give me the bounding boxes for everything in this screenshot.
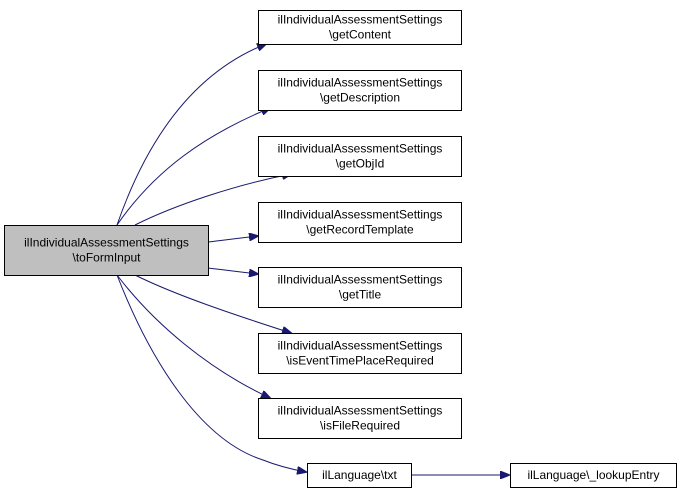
node-box bbox=[258, 202, 462, 243]
node-getDescription[interactable]: ilIndividualAssessmentSettings\getDescri… bbox=[258, 70, 462, 111]
node-box bbox=[258, 136, 462, 177]
edge-toFormInput-to-getObjId bbox=[134, 174, 291, 226]
node-box bbox=[258, 398, 462, 439]
node-toFormInput[interactable]: ilIndividualAssessmentSettings\toFormInp… bbox=[4, 225, 209, 276]
node-box bbox=[4, 225, 209, 276]
node-box bbox=[307, 463, 412, 488]
node-box bbox=[258, 10, 462, 45]
node-getTitle[interactable]: ilIndividualAssessmentSettings\getTitle bbox=[258, 267, 462, 308]
node-label-line: ilIndividualAssessmentSettings bbox=[278, 76, 443, 90]
node-label-line: ilIndividualAssessmentSettings bbox=[278, 339, 443, 353]
edge-toFormInput-to-getContent bbox=[116, 44, 266, 226]
node-label-line: \isFileRequired bbox=[320, 419, 400, 433]
node-label-line: ilIndividualAssessmentSettings bbox=[278, 404, 443, 418]
node-label-line: \getContent bbox=[329, 28, 392, 42]
node-label-line: ilIndividualAssessmentSettings bbox=[24, 236, 189, 250]
edge-toFormInput-to-getDescription bbox=[116, 108, 270, 226]
node-getObjId[interactable]: ilIndividualAssessmentSettings\getObjId bbox=[258, 136, 462, 177]
node-label-line: ilIndividualAssessmentSettings bbox=[278, 142, 443, 156]
edge-toFormInput-to-isEventTimePlaceRequired bbox=[134, 274, 291, 333]
node-isFileRequired[interactable]: ilIndividualAssessmentSettings\isFileReq… bbox=[258, 398, 462, 439]
node-label-line: \toFormInput bbox=[72, 251, 141, 265]
edge-toFormInput-to-getRecordTemplate bbox=[207, 236, 258, 243]
node-lookupEntry[interactable]: ilLanguage\_lookupEntry bbox=[510, 463, 677, 488]
edge-toFormInput-to-txt bbox=[116, 274, 306, 472]
node-getContent[interactable]: ilIndividualAssessmentSettings\getConten… bbox=[258, 10, 462, 45]
edges-layer bbox=[116, 44, 509, 475]
node-label-line: ilLanguage\_lookupEntry bbox=[527, 468, 659, 482]
node-label-line: ilIndividualAssessmentSettings bbox=[278, 13, 443, 27]
node-label-line: ilLanguage\txt bbox=[322, 468, 397, 482]
node-label-line: \isEventTimePlaceRequired bbox=[286, 354, 434, 368]
edge-toFormInput-to-getTitle bbox=[207, 267, 258, 274]
node-label-line: \getObjId bbox=[336, 157, 385, 171]
nodes-layer: ilIndividualAssessmentSettings\toFormInp… bbox=[4, 10, 677, 488]
edge-toFormInput-to-isFileRequired bbox=[116, 274, 270, 398]
node-box bbox=[510, 463, 677, 488]
node-label-line: \getRecordTemplate bbox=[306, 223, 414, 237]
node-label-line: \getDescription bbox=[320, 91, 400, 105]
node-label-line: ilIndividualAssessmentSettings bbox=[278, 208, 443, 222]
node-txt[interactable]: ilLanguage\txt bbox=[307, 463, 412, 488]
node-getRecordTemplate[interactable]: ilIndividualAssessmentSettings\getRecord… bbox=[258, 202, 462, 243]
node-label-line: ilIndividualAssessmentSettings bbox=[278, 273, 443, 287]
node-box bbox=[258, 333, 462, 374]
node-label-line: \getTitle bbox=[339, 288, 382, 302]
node-box bbox=[258, 267, 462, 308]
node-isEventTimePlaceRequired[interactable]: ilIndividualAssessmentSettings\isEventTi… bbox=[258, 333, 462, 374]
node-box bbox=[258, 70, 462, 111]
